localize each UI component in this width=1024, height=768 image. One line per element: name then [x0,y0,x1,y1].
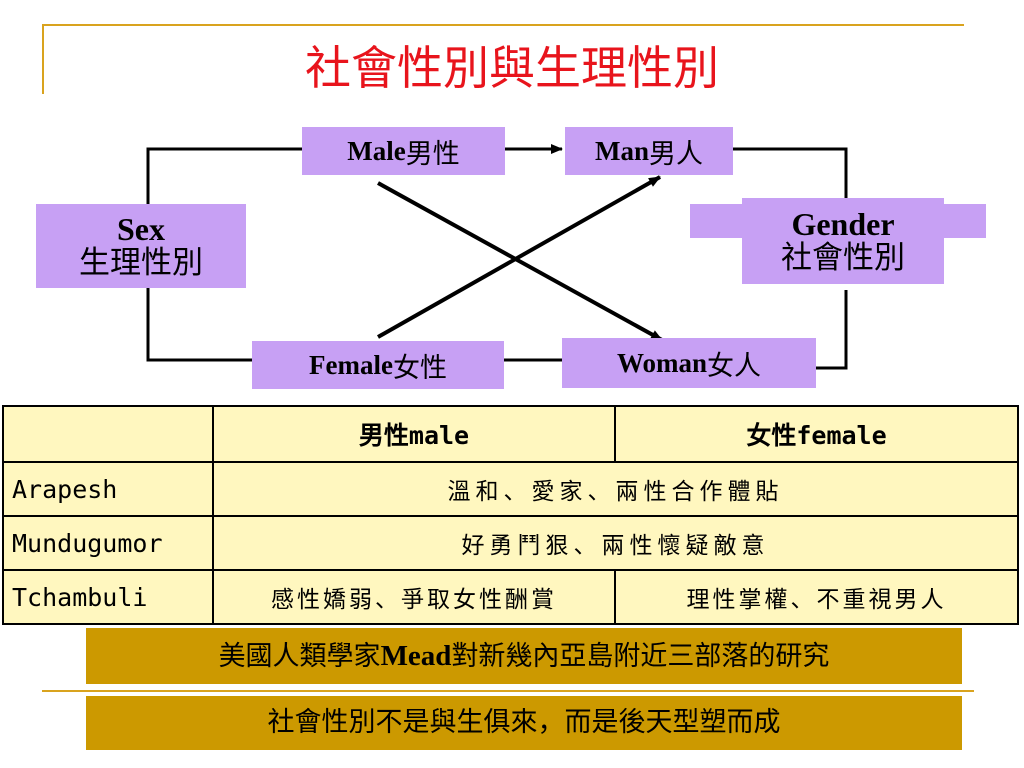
tribe-female-traits: 理性掌權、不重視男人 [614,569,1019,625]
tribe-male-traits: 感性嬌弱、爭取女性酬賞 [212,569,616,625]
tribe-shared-traits: 好勇鬥狠、兩性懷疑敵意 [212,515,1019,571]
note-research-post: 對新幾內亞島附近三部落的研究 [451,641,830,672]
female-en-label: Female [309,349,393,380]
sex-zh-label: 生理性別 [79,245,203,281]
header-female: 女性female [614,405,1019,463]
tribe-shared-traits: 溫和、愛家、兩性合作體貼 [212,461,1019,517]
man-zh-label: 男人 [649,138,703,169]
note-band-research: 美國人類學家Mead對新幾內亞島附近三部落的研究 [86,628,962,684]
note-conclusion: 社會性別不是與生俱來，而是後天型塑而成 [267,707,781,738]
connector-sex-female [146,288,252,362]
bottom-decor-line [42,690,974,692]
sex-box: Sex 生理性別 [36,204,246,288]
top-decor-line [42,24,964,26]
note-band-conclusion: 社會性別不是與生俱來，而是後天型塑而成 [86,696,962,750]
table-header-row: 男性male 女性female [2,405,1019,463]
note-research-mead: Mead [380,640,452,672]
arrow-female-man [377,175,661,339]
header-male: 男性male [212,405,616,463]
connector-sex-male [146,147,305,204]
woman-zh-label: 女人 [707,350,762,381]
table-row: Arapesh 溫和、愛家、兩性合作體貼 [2,461,1019,517]
connector-man-gender [718,147,848,204]
tribe-name: Mundugumor [2,515,214,571]
page-title: 社會性別與生理性別 [305,41,719,95]
table-row: Tchambuli 感性嬌弱、爭取女性酬賞 理性掌權、不重視男人 [2,569,1019,625]
woman-en-label: Woman [616,347,708,378]
male-zh-label: 男性 [405,138,460,169]
man-en-label: Man [595,135,649,166]
gender-en-label: Gender [791,206,895,242]
arrow-male-woman [377,181,663,342]
diagram-connectors [146,144,848,370]
note-research-pre: 美國人類學家 [218,641,381,672]
sex-en-label: Sex [117,211,165,247]
table-row: Mundugumor 好勇鬥狠、兩性懷疑敵意 [2,515,1019,571]
female-zh-label: 女性 [392,352,447,383]
left-decor-line [42,24,44,94]
tribe-name: Arapesh [2,461,214,517]
gender-label-box: Gender 社會性別 [742,198,944,284]
male-en-label: Male [347,135,406,166]
tribes-table: 男性male 女性female Arapesh 溫和、愛家、兩性合作體貼 Mun… [2,405,1019,625]
tribe-name: Tchambuli [2,569,214,625]
header-empty [2,405,214,463]
gender-zh-label: 社會性別 [781,240,905,276]
